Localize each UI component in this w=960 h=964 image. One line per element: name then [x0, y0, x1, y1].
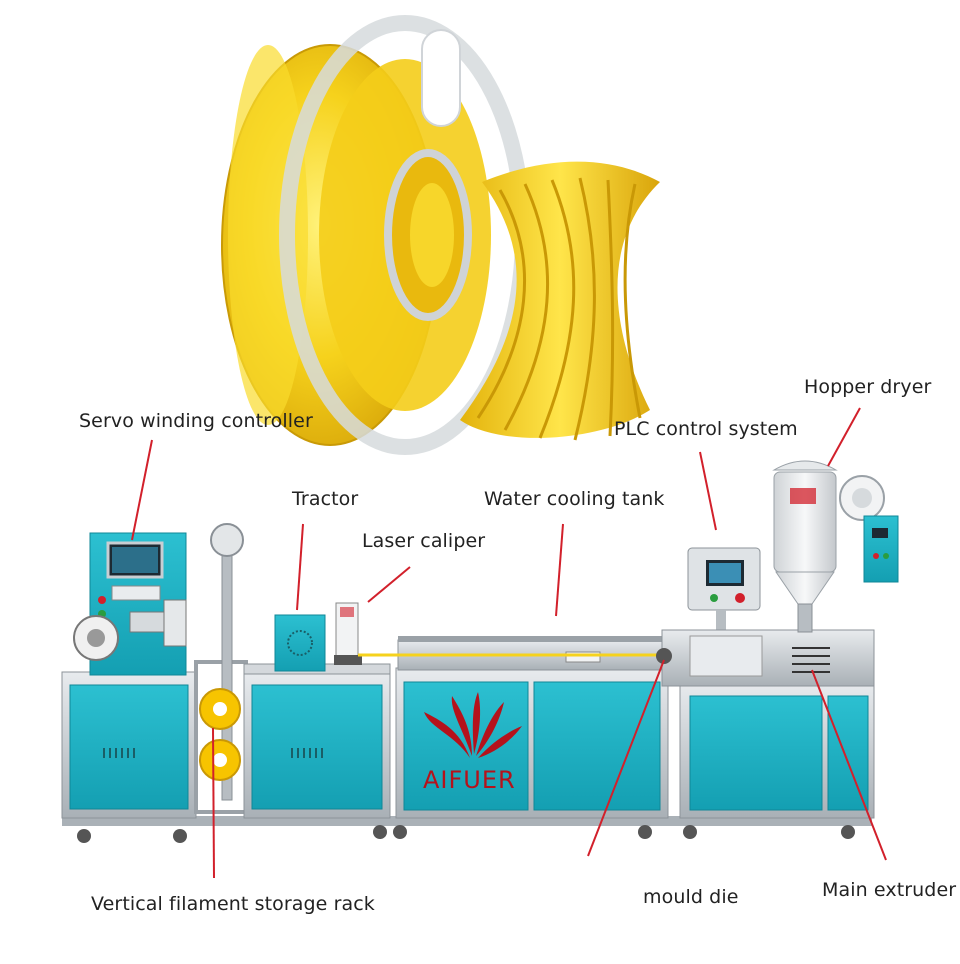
- leader-plc-control-system: [699, 451, 717, 531]
- leader-hopper-dryer: [827, 407, 861, 467]
- label-hopper-dryer: Hopper dryer: [804, 376, 932, 398]
- filament-spool: [221, 15, 531, 455]
- label-water-cooling-tank: Water cooling tank: [484, 488, 665, 510]
- leader-servo-winding-controller: [131, 439, 153, 541]
- leader-water-cooling-tank: [555, 523, 564, 617]
- servo-winding-controller-unit: [61, 532, 197, 819]
- label-vertical-filament-storage-rack: Vertical filament storage rack: [91, 893, 375, 915]
- leader-tractor: [296, 523, 304, 611]
- leader-main-extruder: [811, 669, 887, 861]
- label-main-extruder: Main extruder: [822, 879, 957, 901]
- plc-control-box: [687, 547, 761, 632]
- label-tractor: Tractor: [292, 488, 359, 510]
- tractor-cabinet: [243, 602, 391, 819]
- label-laser-caliper: Laser caliper: [362, 530, 486, 552]
- hopper-dryer: [772, 460, 899, 633]
- machine-frame: [62, 816, 872, 843]
- label-plc-control-system: PLC control system: [614, 418, 798, 440]
- main-extruder-cabinet: [656, 629, 875, 819]
- leader-lines: [131, 407, 887, 879]
- leader-mould-die: [587, 659, 665, 857]
- water-cooling-tank: [358, 636, 680, 819]
- aifuer-logo-mark: [424, 692, 522, 758]
- brand-name: AIFUER: [423, 766, 516, 794]
- printed-vase: [460, 161, 660, 441]
- label-mould-die: mould die: [643, 886, 739, 908]
- leader-vertical-filament-storage-rack: [212, 727, 215, 879]
- label-servo-winding-controller: Servo winding controller: [79, 410, 313, 432]
- leader-laser-caliper: [367, 566, 411, 603]
- vertical-filament-storage-rack: [194, 523, 248, 814]
